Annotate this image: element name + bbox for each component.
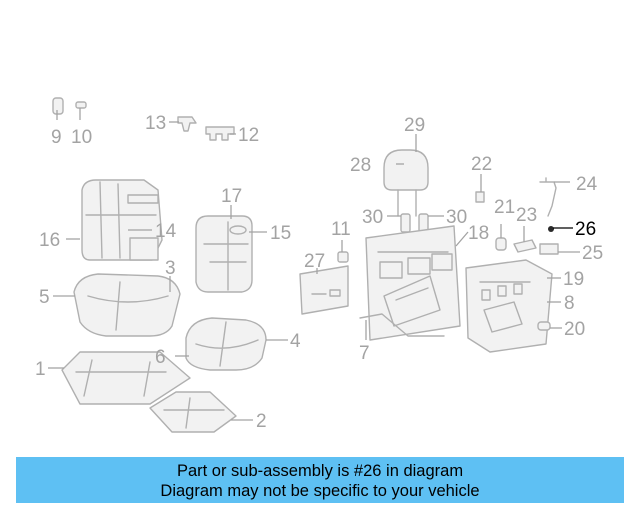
callout-23: 23 (516, 205, 537, 226)
part-9-clip (52, 97, 64, 115)
callout-19: 19 (563, 269, 584, 290)
callout-15: 15 (270, 223, 291, 244)
callout-24: 24 (576, 174, 598, 195)
callout-22: 22 (471, 154, 492, 175)
part-27-bracket-panel (299, 265, 349, 315)
callout-28: 28 (350, 155, 371, 176)
banner-line-2: Diagram may not be specific to your vehi… (160, 482, 480, 500)
part-10-pin (75, 101, 87, 109)
callout-27: 27 (304, 251, 325, 272)
part-2-seat-frame (149, 391, 237, 433)
part-20-bolt (537, 321, 551, 331)
part-25-cover (539, 243, 559, 255)
callout-21: 21 (494, 197, 515, 218)
info-banner: Part or sub-assembly is #26 in diagram D… (16, 457, 624, 503)
callout-5: 5 (39, 287, 50, 308)
callout-1: 1 (35, 359, 46, 380)
callout-30-left: 30 (362, 207, 383, 228)
part-21-knob (495, 237, 507, 251)
callout-17: 17 (221, 186, 242, 207)
callout-2: 2 (256, 411, 267, 432)
part-26-clip (548, 226, 554, 232)
callout-10: 10 (71, 127, 92, 148)
callout-16: 16 (39, 230, 60, 251)
part-24-lever (539, 177, 557, 217)
callout-18: 18 (468, 223, 489, 244)
callout-26: 26 (575, 219, 596, 240)
part-8-seat-back-panel (465, 259, 553, 353)
part-18-seat-frame (359, 225, 461, 341)
callout-11: 11 (331, 219, 351, 240)
callout-25: 25 (582, 243, 603, 264)
callout-13: 13 (145, 113, 166, 134)
callout-14: 14 (155, 221, 177, 242)
callout-12: 12 (238, 125, 259, 146)
part-1-seat-frame (61, 351, 191, 405)
callout-6: 6 (155, 347, 166, 368)
callout-4: 4 (290, 331, 301, 352)
part-22-clip (475, 191, 485, 203)
callout-30-right: 30 (446, 207, 467, 228)
part-23-bezel (513, 239, 537, 253)
part-28-headrest (383, 149, 429, 217)
part-16-seat-back (81, 179, 163, 261)
callout-20: 20 (564, 319, 585, 340)
callout-29: 29 (404, 115, 425, 136)
callout-3: 3 (165, 258, 176, 279)
part-11-bolt (337, 251, 349, 263)
part-15-seat-back (195, 215, 253, 293)
callout-8: 8 (564, 293, 575, 314)
leader-lines (48, 108, 580, 421)
part-12-latch (205, 126, 235, 141)
part-13-hook (177, 116, 197, 132)
part-30-guides (400, 213, 429, 233)
callout-9: 9 (51, 127, 62, 148)
banner-line-1: Part or sub-assembly is #26 in diagram (176, 462, 464, 480)
callout-7: 7 (359, 343, 370, 364)
part-6-seat-cushion (185, 317, 267, 371)
part-5-seat-cushion (73, 273, 181, 337)
